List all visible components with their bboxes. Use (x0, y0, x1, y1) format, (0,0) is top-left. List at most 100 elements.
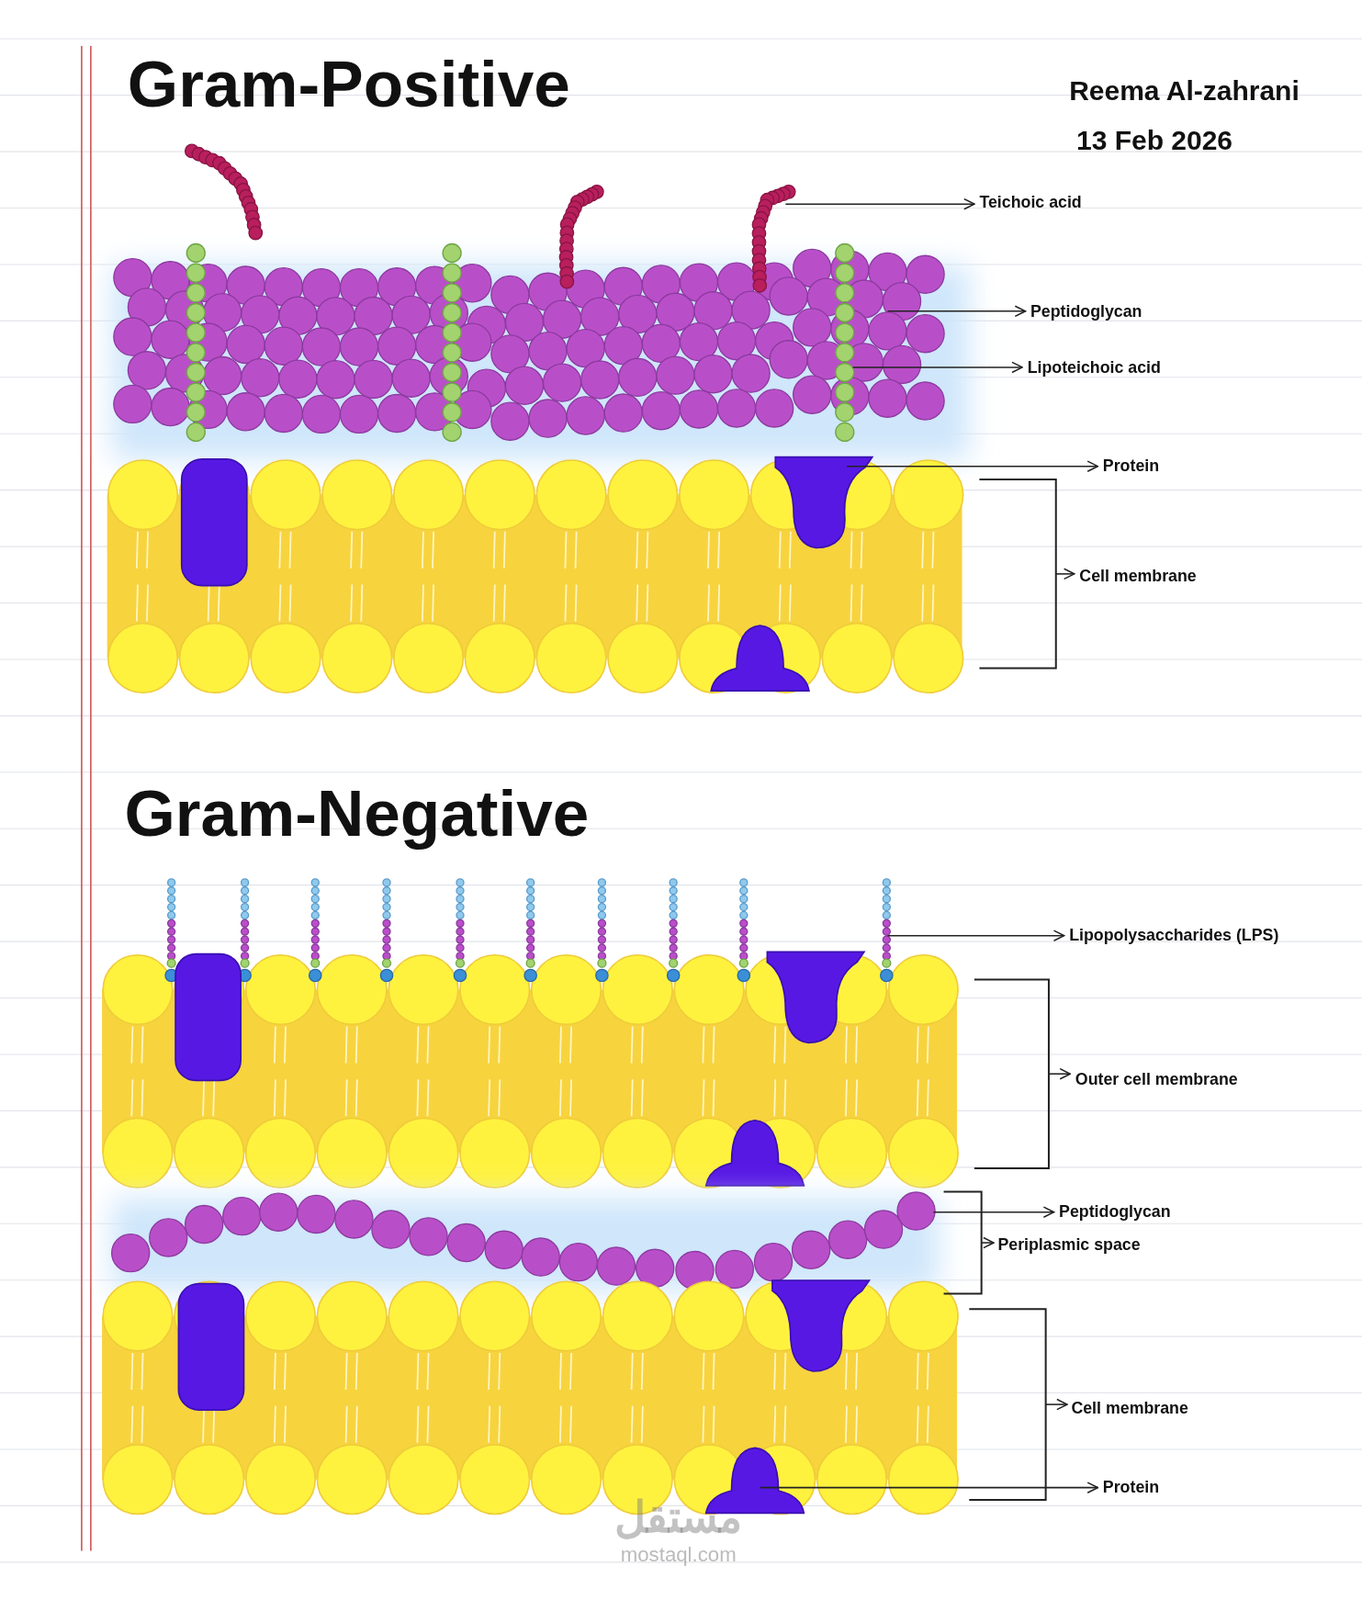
peptidoglycan-unit (264, 393, 303, 432)
lps-bead (382, 935, 391, 944)
lps-bead (168, 935, 176, 944)
lipoteichoic-bead (442, 362, 462, 382)
margin-line (80, 45, 83, 1552)
peptidoglycan-unit (113, 317, 152, 356)
lipopolysaccharide (739, 878, 748, 968)
lipid-tail (922, 585, 924, 622)
peptidoglycan-unit (371, 1210, 410, 1249)
lps-bead (882, 927, 890, 935)
lps-bead (740, 878, 748, 887)
peptidoglycan-unit (447, 1223, 485, 1261)
lipid-head (322, 623, 393, 694)
lipid-tail (356, 1079, 358, 1116)
lipid-tail (708, 531, 710, 569)
peptidoglycan-unit (491, 402, 530, 440)
lipoteichoic-bead (835, 362, 855, 382)
lipid-tail (488, 1406, 490, 1443)
lps-bead (241, 935, 249, 944)
teichoic-acid (185, 144, 263, 240)
lipid-head (531, 1281, 602, 1351)
lipid-head (246, 1118, 316, 1189)
lipid-tail (427, 1406, 428, 1443)
leader-line (760, 1486, 1099, 1489)
part-label: Cell membrane (1079, 567, 1196, 586)
lps-bead (882, 895, 890, 903)
lipid-tail (213, 1079, 214, 1116)
ruled-line (0, 207, 1362, 209)
lps-bead (882, 919, 890, 927)
lipid-head (316, 1118, 387, 1189)
watermark: مستقل (614, 1494, 743, 1542)
peptidoglycan-unit (906, 315, 945, 353)
lipid-tail (560, 1352, 562, 1390)
lipoteichoic-bead (186, 283, 205, 303)
lps-bead (311, 878, 319, 887)
lps-bead (456, 944, 464, 952)
lipid-head (102, 1281, 173, 1351)
lps-bead (597, 935, 606, 944)
lipid-head (889, 955, 959, 1025)
lipid-head (460, 955, 530, 1025)
teichoic-acid (559, 185, 604, 289)
peptidoglycan-unit (754, 1243, 792, 1282)
lipid-tail (432, 531, 434, 569)
peptidoglycan-unit (559, 1243, 597, 1282)
peptidoglycan-unit (604, 393, 642, 432)
lps-bead (241, 911, 249, 919)
peptidoglycan-unit (316, 360, 355, 399)
lipoteichoic-bead (835, 323, 855, 342)
lipid-head (531, 1444, 602, 1515)
lps-bead (527, 903, 535, 912)
ruled-line (0, 884, 1362, 886)
lps-bead (168, 944, 176, 952)
lipid-tail (784, 1406, 786, 1443)
lipid-tail (289, 585, 291, 622)
lipid-tail (213, 1406, 214, 1443)
peptidoglycan-unit (566, 396, 605, 435)
lipid-tail (917, 1079, 919, 1116)
lipid-tail (570, 1406, 572, 1443)
peptidoglycan-unit (529, 399, 567, 438)
lipid-tail (141, 1406, 143, 1443)
lipid-tail (702, 1406, 704, 1443)
lipid-head (108, 460, 179, 530)
lipid-head (889, 1118, 959, 1189)
lps-bead (882, 887, 890, 895)
protein (175, 954, 241, 1081)
peptidoglycan-unit (619, 358, 657, 396)
lps-bead (740, 903, 748, 912)
peptidoglycan-unit (793, 308, 832, 347)
lipid-head (250, 460, 321, 530)
lipid-tail (712, 1079, 714, 1116)
leader-line (887, 934, 1064, 937)
lps-bead (167, 958, 176, 968)
leader-line (887, 310, 1025, 313)
lps-bead (882, 958, 891, 968)
lipoteichoic-acid (442, 243, 462, 441)
lps-anchor (737, 968, 750, 981)
peptidoglycan-unit (259, 1193, 298, 1231)
peptidoglycan-unit (354, 360, 393, 398)
lps-bead (382, 903, 391, 912)
lipid-tail (789, 585, 791, 622)
part-label: Protein (1103, 1478, 1160, 1498)
lps-bead (382, 944, 391, 952)
heading: Gram-Negative (124, 776, 590, 849)
lipid-tail (356, 1406, 358, 1443)
leader-line (1056, 573, 1075, 575)
lipid-tail (564, 585, 566, 622)
lipid-tail (131, 1352, 133, 1390)
peptidoglycan-unit (543, 363, 582, 402)
lps-bead (456, 919, 464, 927)
lipopolysaccharide (456, 878, 465, 968)
lps-bead (241, 903, 249, 912)
lps-bead (311, 958, 320, 968)
lipid-tail (146, 531, 148, 569)
lps-bead (740, 927, 748, 935)
leader-line (853, 366, 1023, 369)
peptidoglycan-unit (596, 1247, 635, 1285)
lipid-tail (636, 585, 638, 622)
lps-bead (382, 878, 391, 887)
peptidoglycan-unit (279, 360, 317, 398)
lipid-tail (284, 1026, 286, 1064)
